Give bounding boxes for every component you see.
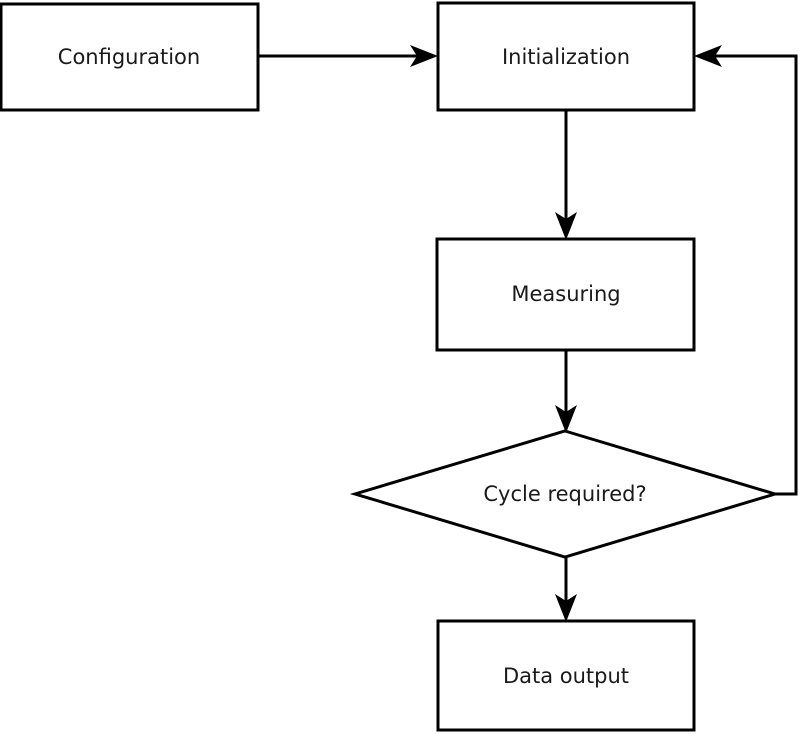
node-measuring[interactable]: Measuring [435, 237, 696, 352]
nodes-layer: Configuration Initialization Measuring C… [0, 1, 781, 732]
arrowhead-down-cycle-required-top [555, 405, 577, 433]
node-initialization-shape[interactable] [436, 1, 696, 112]
edge-measuring-to-cycle-required [555, 350, 577, 433]
node-cycle-required[interactable]: Cycle required? [349, 429, 781, 559]
node-configuration[interactable]: Configuration [0, 2, 260, 112]
edge-initialization-to-measuring [555, 110, 577, 240]
node-data-output[interactable]: Data output [436, 619, 696, 732]
arrowhead-down-data-output-top [555, 594, 577, 622]
node-data-output-label: Data output [503, 664, 629, 688]
arrowhead-left-initialization-right [694, 45, 722, 67]
arrowhead-down-measuring-top [555, 212, 577, 240]
node-initialization[interactable]: Initialization [436, 1, 696, 112]
node-data-output-shape[interactable] [436, 619, 696, 732]
node-configuration-shape[interactable] [0, 2, 260, 112]
node-cycle-required-label: Cycle required? [483, 482, 646, 506]
node-initialization-label: Initialization [502, 45, 630, 69]
node-cycle-required-shape[interactable] [349, 429, 781, 559]
node-configuration-label: Configuration [58, 45, 200, 69]
edge-line-cycle-required-to-initialization [708, 54, 798, 496]
edges-layer [258, 45, 798, 622]
edge-cycle-required-to-initialization [694, 45, 798, 496]
arrowhead-right-initialization-left [410, 45, 438, 67]
node-measuring-label: Measuring [511, 282, 620, 306]
edge-configuration-to-initialization [258, 45, 438, 67]
edge-cycle-required-to-data-output [555, 557, 577, 622]
node-measuring-shape[interactable] [435, 237, 696, 352]
